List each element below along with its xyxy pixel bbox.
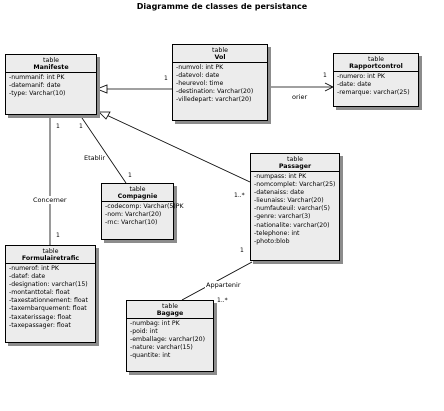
- class-passager-header: table Passager: [251, 154, 339, 172]
- passager-manifeste-line: [99, 111, 251, 183]
- association-label-concerner: Concerner: [32, 196, 68, 204]
- class-passager[interactable]: table Passager -numpass: int PK -nomcomp…: [250, 153, 340, 261]
- attribute: -telephone: int: [254, 229, 300, 237]
- attribute: -numfauteuil: varchar(5): [254, 205, 330, 213]
- attribute: -numerof: int PK: [9, 265, 59, 272]
- multiplicity-vol-rapport: 1: [323, 72, 327, 79]
- attribute: -nom: Varchar(20): [105, 211, 162, 219]
- attribute: -codecomp: Varchar(5)PK: [105, 203, 184, 210]
- class-compagnie-attributes: -codecomp: Varchar(5)PK -nom: Varchar(20…: [102, 202, 184, 227]
- association-label-orier: orier: [292, 93, 308, 101]
- class-rapportcontrol[interactable]: table Rapportcontrol -numero: int PK -da…: [333, 53, 419, 107]
- attribute: -rnc: Varchar(10): [105, 219, 158, 227]
- class-rapportcontrol-header: table Rapportcontrol: [334, 54, 418, 72]
- class-manifeste-header: table Manifeste: [6, 55, 96, 73]
- class-formulairetrafic-header: table Formulairetrafic: [6, 246, 95, 264]
- class-manifeste-stereotype: table: [43, 57, 59, 64]
- class-compagnie-stereotype: table: [129, 186, 146, 193]
- class-rapportcontrol-stereotype: table: [368, 56, 384, 63]
- multiplicity-bagage-passager: 1..*: [217, 297, 228, 304]
- attribute: -type: Varchar(10): [9, 90, 66, 98]
- class-vol-attributes: -numvol: int PK -datevol: date -heurevol…: [173, 63, 267, 104]
- attribute: -emballage: varchar(20): [130, 336, 206, 344]
- attribute: -villedepart: varchar(20): [176, 96, 252, 104]
- class-formulairetrafic-stereotype: table: [42, 248, 59, 255]
- attribute: -photo:blob: [254, 237, 290, 245]
- attribute: -numpass: int PK: [254, 173, 307, 180]
- class-manifeste[interactable]: table Manifeste -nummanif: int PK -datem…: [5, 54, 97, 115]
- association-label-appartenir: Appartenir: [205, 281, 242, 289]
- class-formulairetrafic-name: Formulairetrafic: [21, 255, 80, 262]
- attribute: -datef: date: [9, 273, 46, 281]
- attribute: -genre: varchar(3): [254, 213, 311, 221]
- attribute: -montanttotal: float: [9, 289, 70, 297]
- attribute: -nomcomplet: Varchar(25): [254, 181, 336, 189]
- attribute: -numvol: int PK: [176, 64, 224, 71]
- class-formulairetrafic[interactable]: table Formulairetrafic -numerof: int PK …: [5, 245, 96, 343]
- class-compagnie-name: Compagnie: [117, 193, 158, 200]
- multiplicity-manifeste-formulaire: 1: [56, 123, 60, 130]
- multiplicity-compagnie-manifeste: 1: [128, 172, 132, 179]
- class-bagage-attributes: -numbag: int PK -poid: int -emballage: v…: [127, 319, 213, 360]
- attribute: -datemanif: date: [9, 82, 61, 90]
- attribute: -datenaiss: date: [254, 189, 305, 197]
- attribute: -taxepassager: float: [9, 321, 71, 329]
- attribute: -nature: varchar(15): [130, 344, 193, 352]
- attribute: -taxestationnement: float: [9, 297, 88, 305]
- attribute: -heurevol: time: [176, 80, 224, 88]
- attribute: -numero: int PK: [337, 73, 385, 80]
- class-bagage-name: Bagage: [156, 310, 184, 317]
- multiplicity-formulaire-manifeste: 1: [56, 232, 60, 239]
- multiplicity-manifeste-compagnie: 1: [79, 123, 83, 130]
- class-vol-stereotype: table: [212, 47, 228, 54]
- attribute: -nummanif: int PK: [9, 74, 65, 81]
- attribute: -poid: int: [130, 328, 158, 336]
- class-compagnie[interactable]: table Compagnie -codecomp: Varchar(5)PK …: [101, 183, 184, 240]
- association-label-etablir: Etablir: [83, 154, 107, 162]
- manifeste-compagnie-line: [79, 114, 127, 184]
- class-manifeste-attributes: -nummanif: int PK -datemanif: date -type…: [6, 73, 96, 98]
- class-passager-attributes: -numpass: int PK -nomcomplet: Varchar(25…: [251, 172, 339, 246]
- class-vol-header: table Vol: [173, 45, 267, 63]
- class-vol-name: Vol: [214, 54, 226, 61]
- passager-manifeste-arrowhead: [98, 111, 111, 120]
- attribute: -designation: varchar(15): [9, 281, 88, 289]
- attribute: -datevol: date: [176, 72, 220, 80]
- attribute: -date: date: [337, 81, 372, 89]
- attribute: -taxembarquement: float: [9, 305, 87, 313]
- attribute: -quantite: int: [130, 352, 171, 360]
- attribute: -taxaterissage: float: [9, 313, 72, 321]
- attribute: -numbag: int PK: [130, 320, 180, 327]
- multiplicity-passager-manifeste: 1..*: [234, 192, 245, 199]
- class-manifeste-name: Manifeste: [33, 64, 69, 71]
- class-formulairetrafic-attributes: -numerof: int PK -datef: date -designati…: [6, 264, 95, 330]
- class-vol[interactable]: table Vol -numvol: int PK -datevol: date…: [172, 44, 268, 121]
- attribute: -remarque: varchar(25): [337, 89, 410, 97]
- class-passager-name: Passager: [278, 163, 312, 170]
- class-bagage[interactable]: table Bagage -numbag: int PK -poid: int …: [126, 300, 214, 372]
- class-passager-stereotype: table: [287, 156, 303, 163]
- diagram-title: Diagramme de classes de persistance: [136, 2, 308, 11]
- class-bagage-stereotype: table: [162, 303, 178, 310]
- attribute: -nationalite: varchar(20): [254, 221, 330, 229]
- attribute: -destination: Varchar(20): [176, 88, 254, 96]
- class-rapportcontrol-name: Rapportcontrol: [349, 63, 403, 70]
- multiplicity-passager-bagage: 1: [240, 247, 244, 254]
- attribute: -lieunaiss: Varchar(20): [254, 197, 324, 205]
- multiplicity-manifeste-vol: 1: [164, 75, 168, 82]
- vol-manifeste-arrowhead: [95, 84, 108, 94]
- class-bagage-header: table Bagage: [127, 301, 213, 319]
- class-rapportcontrol-attributes: -numero: int PK -date: date -remarque: v…: [334, 72, 418, 97]
- class-compagnie-header: table Compagnie: [102, 184, 173, 202]
